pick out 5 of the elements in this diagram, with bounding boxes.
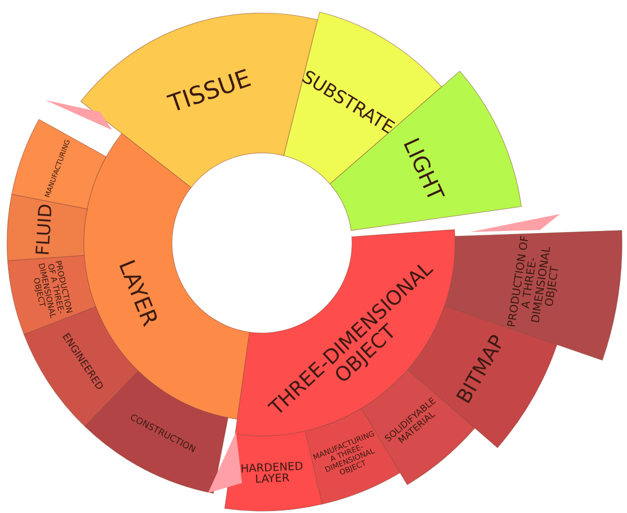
pointer-triangle [470, 214, 560, 232]
segment-label: HARDENED LAYER [239, 460, 304, 487]
segment-label: FLUID [34, 203, 57, 256]
pointer-triangle [208, 432, 242, 493]
pointer-triangle [45, 100, 112, 130]
